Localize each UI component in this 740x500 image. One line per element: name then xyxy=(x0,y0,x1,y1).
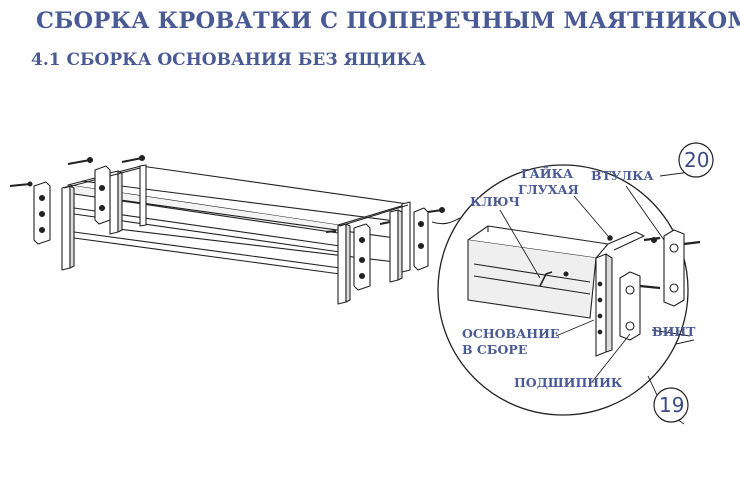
callout-number-20: 20 xyxy=(684,148,710,172)
label-sleeve: ВТУЛКА xyxy=(591,168,654,183)
label-bearing: ПОДШИПНИК xyxy=(514,375,623,390)
callout-circle-19 xyxy=(653,387,689,423)
detail-magnifier xyxy=(431,164,701,416)
callout-number-19: 19 xyxy=(659,393,685,417)
diagram-subtitle: 4.1 СБОРКА ОСНОВАНИЯ БЕЗ ЯЩИКА xyxy=(31,50,426,70)
label-nut-line1: ГАЙКА xyxy=(521,166,574,181)
base-frame xyxy=(9,154,446,305)
label-base-line2: В СБОРЕ xyxy=(462,342,528,357)
label-nut-line2: ГЛУХАЯ xyxy=(518,182,579,197)
label-key: КЛЮЧ xyxy=(470,194,520,209)
diagram-title: СБОРКА КРОВАТКИ С ПОПЕРЕЧНЫМ МАЯТНИКОМ xyxy=(36,8,740,34)
callout-circle-20 xyxy=(678,142,714,178)
label-screw: ВИНТ xyxy=(652,324,696,339)
label-base-line1: ОСНОВАНИЕ xyxy=(462,326,560,341)
